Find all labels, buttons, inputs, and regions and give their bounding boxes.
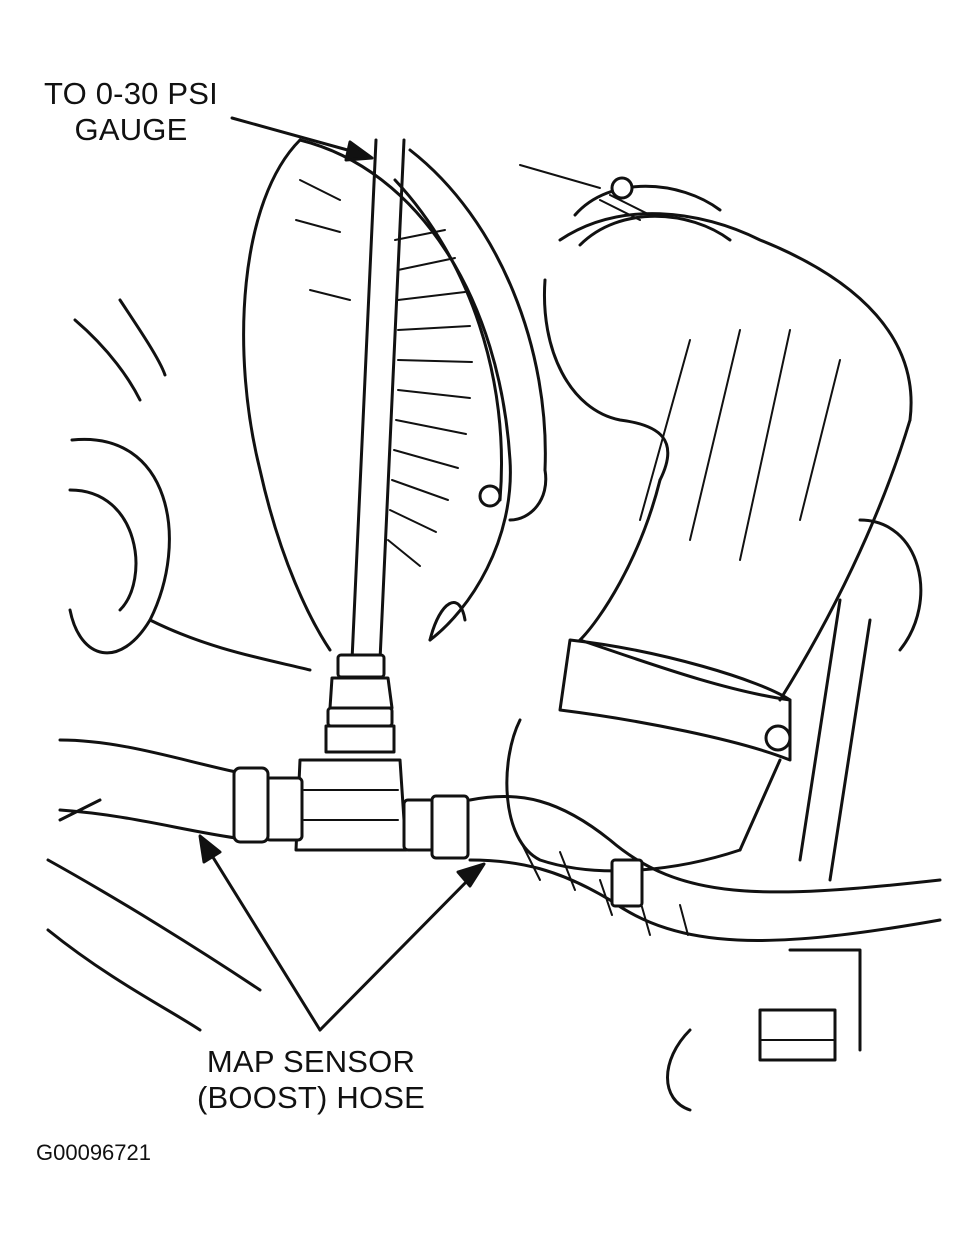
map-hose-callout-line1: MAP SENSOR [206, 1044, 416, 1079]
gauge-callout: TO 0-30 PSI GAUGE [36, 76, 226, 148]
leader-arrows [198, 116, 486, 1032]
map-hose-callout-line2: (BOOST) HOSE [196, 1080, 426, 1115]
hose-clamp-upper [519, 164, 732, 247]
bracket-right [666, 518, 923, 1112]
turbocharger-housing [242, 138, 548, 652]
gauge-line [350, 138, 406, 662]
map-hose-callout: MAP SENSOR (BOOST) HOSE [186, 1044, 436, 1116]
map-sensor-hose [58, 738, 942, 942]
figure-id: G00096721 [36, 1140, 151, 1165]
compressor-fins [295, 179, 473, 567]
charge-air-pipe [542, 212, 913, 702]
gauge-callout-line1: TO 0-30 PSI [44, 76, 218, 111]
gauge-callout-line2: GAUGE [74, 112, 188, 147]
engine-block-left [46, 298, 312, 1032]
hose-clamp-lower [505, 638, 792, 873]
tee-fitting [264, 653, 470, 860]
